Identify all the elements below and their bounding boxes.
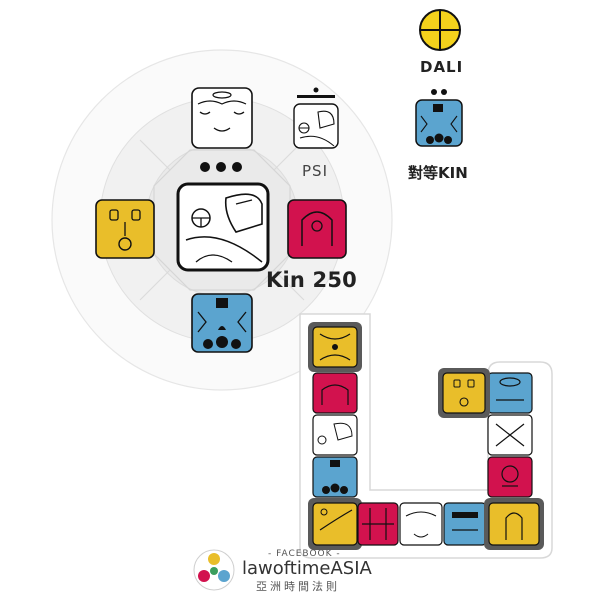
dali-icon: [419, 9, 461, 51]
wavespell-tile-9: [484, 498, 544, 550]
wavespell-tile-2: [312, 372, 358, 414]
equal-kin-label: 對等KIN: [408, 164, 468, 182]
brand-logo-icon: [193, 549, 235, 591]
brand-name: lawoftimeASIA: [242, 558, 372, 579]
equal-kin-tile: [415, 99, 463, 147]
wavespell-tile-6: [357, 502, 399, 546]
kin-number-label: Kin 250: [266, 268, 357, 292]
psi-label: PSI: [302, 162, 328, 180]
wavespell-tile-3: [312, 414, 358, 456]
psi-tone-mark: [297, 87, 335, 98]
wavespell-tile-13: [438, 368, 490, 418]
facebook-caption: - FACEBOOK -: [268, 549, 341, 559]
wavespell-tile-11: [487, 414, 533, 456]
destiny-tile: [176, 182, 270, 272]
antipode-tile: [287, 199, 347, 259]
wavespell-tile-7: [399, 502, 443, 546]
wavespell-tile-12: [487, 372, 533, 414]
guide-tone-dots: [200, 162, 242, 172]
wavespell-tile-5: [308, 498, 362, 550]
wavespell-tile-10: [487, 456, 533, 498]
guide-tile: [191, 87, 253, 149]
psi-tile: [293, 103, 339, 149]
equal-kin-dots: [431, 89, 447, 95]
wavespell-tile-1: [308, 322, 362, 372]
wavespell-tile-4: [312, 456, 358, 498]
wavespell-tile-8: [443, 502, 487, 546]
analog-tile: [95, 199, 155, 259]
occult-tile: [191, 293, 253, 353]
dali-label: DALI: [420, 58, 464, 76]
brand-subtitle: 亞洲時間法則: [256, 580, 340, 593]
